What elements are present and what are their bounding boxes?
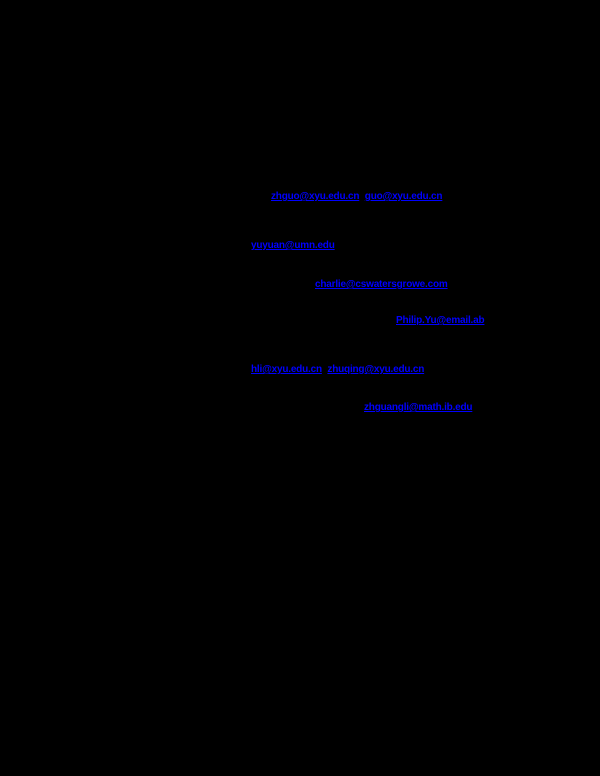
email-link[interactable]: charlie@cswatersgrowe.com: [315, 279, 448, 290]
email-link[interactable]: hli@xyu.edu.cn: [251, 364, 322, 375]
author-email-line-5: hli@xyu.edu.cn, zhuqing@xyu.edu.cn: [251, 364, 424, 376]
email-separator: ,: [321, 364, 328, 375]
email-link[interactable]: yuyuan@umn.edu: [251, 240, 335, 251]
email-link[interactable]: guo@xyu.edu.cn: [364, 191, 443, 202]
author-email-line-2: yuyuan@umn.edu: [251, 240, 335, 252]
email-link[interactable]: zhuqing@xyu.edu.cn: [327, 364, 425, 375]
author-email-line-4: Philip.Yu@email.ab: [396, 315, 485, 327]
email-separator: ,: [359, 191, 365, 202]
email-link[interactable]: Philip.Yu@email.ab: [396, 315, 485, 326]
author-email-line-3: charlie@cswatersgrowe.com: [315, 279, 448, 291]
email-link[interactable]: zhguangli@math.ib.edu: [364, 402, 473, 413]
email-link[interactable]: zhguo@xyu.edu.cn: [271, 191, 360, 202]
author-email-line-6: zhguangli@math.ib.edu: [364, 402, 473, 414]
author-email-line-1: zhguo@xyu.edu.cn, guo@xyu.edu.cn: [271, 191, 443, 203]
